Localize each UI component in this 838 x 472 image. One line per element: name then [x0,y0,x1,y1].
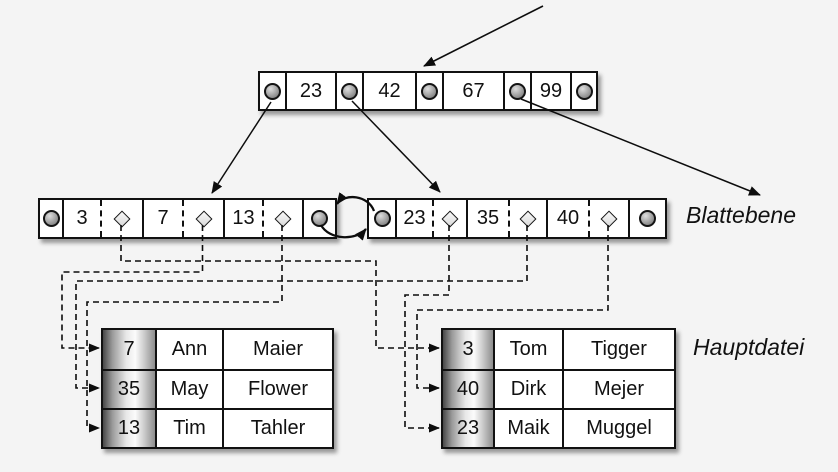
table-cell-firstname: Tom [493,330,562,369]
pointer-circle-icon [509,82,526,100]
pointer-circle-icon [264,82,281,100]
table-cell-firstname: Ann [155,330,222,369]
table-cell-key: 40 [443,369,493,408]
pointer-circle-icon [373,210,391,227]
table-cell-lastname: Flower [222,369,332,408]
leaf-key-cell: 40 [546,200,588,237]
root-pointer-cell-2 [415,73,442,109]
leaf-key-cell: 7 [142,200,182,237]
table-cell-key: 3 [443,330,493,369]
leaf-node-right: 23 35 40 [367,198,667,239]
leaf-record-ptr-cell [432,200,466,237]
table-cell-key: 23 [443,408,493,447]
leaf-node-left: 3 7 13 [38,198,337,239]
pointer-circle-icon [575,82,593,100]
table-cell-firstname: Maik [493,408,562,447]
leaf-key-cell: 13 [223,200,262,237]
leaf-record-ptr-cell [508,200,546,237]
leaf-key: 35 [476,207,500,229]
incoming-root-arrow [423,5,544,67]
leaf-pointer-cell [40,200,62,237]
table-cell-lastname: Tigger [562,330,674,369]
pointer-circle-icon [341,82,358,100]
leaf-record-ptr-cell [182,200,223,237]
table-cell-firstname: Dirk [493,369,562,408]
leaf-record-ptr-cell [100,200,142,237]
leaf-record-ptr-cell [262,200,302,237]
root-key-cell-3: 99 [530,73,570,109]
root-key: 99 [539,79,563,102]
table-cell-firstname: Tim [155,408,222,447]
leaf-key: 40 [556,207,580,229]
leaf-record-ptr-cell [588,200,628,237]
root-to-left-leaf-arrow [211,101,272,194]
root-key: 67 [462,79,485,102]
table-cell-lastname: Muggel [562,408,674,447]
table-cell-lastname: Maier [222,330,332,369]
table-cell-firstname: May [155,369,222,408]
record-pointer-diamond-icon [441,210,459,227]
table-cell-key: 7 [103,330,155,369]
table-cell-lastname: Mejer [562,369,674,408]
leaf-pointer-cell [369,200,395,237]
table-cell-key: 13 [103,408,155,447]
record-pointer-diamond-icon [113,210,131,227]
leaf-key: 7 [157,207,169,229]
root-key-cell-0: 23 [285,73,335,109]
table-cell-key: 35 [103,369,155,408]
main-file-table-left: 7 Ann Maier 35 May Flower 13 Tim Tahler [101,328,334,449]
main-file-table-right: 3 Tom Tigger 40 Dirk Mejer 23 Maik Mugge… [441,328,676,449]
root-key-cell-1: 42 [362,73,415,109]
leaf-key: 3 [76,207,88,229]
root-pointer-cell-3 [503,73,530,109]
leaf-key-cell: 3 [62,200,100,237]
root-key: 23 [299,79,323,102]
pointer-circle-icon [421,82,438,100]
record-pointer-diamond-icon [600,210,618,227]
root-pointer-cell-4 [570,73,596,109]
leaf-pointer-cell [628,200,665,237]
root-node: 23 42 67 99 [258,71,598,111]
pointer-circle-icon [311,210,328,227]
record-pointer-diamond-icon [519,210,537,227]
table-cell-lastname: Tahler [222,408,332,447]
leaf-key: 13 [232,207,255,229]
pointer-circle-icon [42,210,60,227]
root-key-cell-2: 67 [442,73,503,109]
leaf-key-cell: 35 [466,200,508,237]
root-key: 42 [378,79,401,102]
record-pointer-diamond-icon [274,210,292,227]
leaf-pointer-cell [302,200,335,237]
leaf-key: 23 [403,207,426,229]
root-to-right-leaf-arrow [351,100,441,193]
leaf-level-label: Blattebene [686,202,796,228]
record-pointer-diamond-icon [195,210,212,227]
root-pointer-cell-0 [260,73,285,109]
root-pointer-cell-1 [335,73,362,109]
main-file-label: Hauptdatei [693,334,805,360]
leaf-key-cell: 23 [395,200,432,237]
pointer-circle-icon [639,210,656,227]
root-to-next-leaf-arrow [520,98,761,196]
